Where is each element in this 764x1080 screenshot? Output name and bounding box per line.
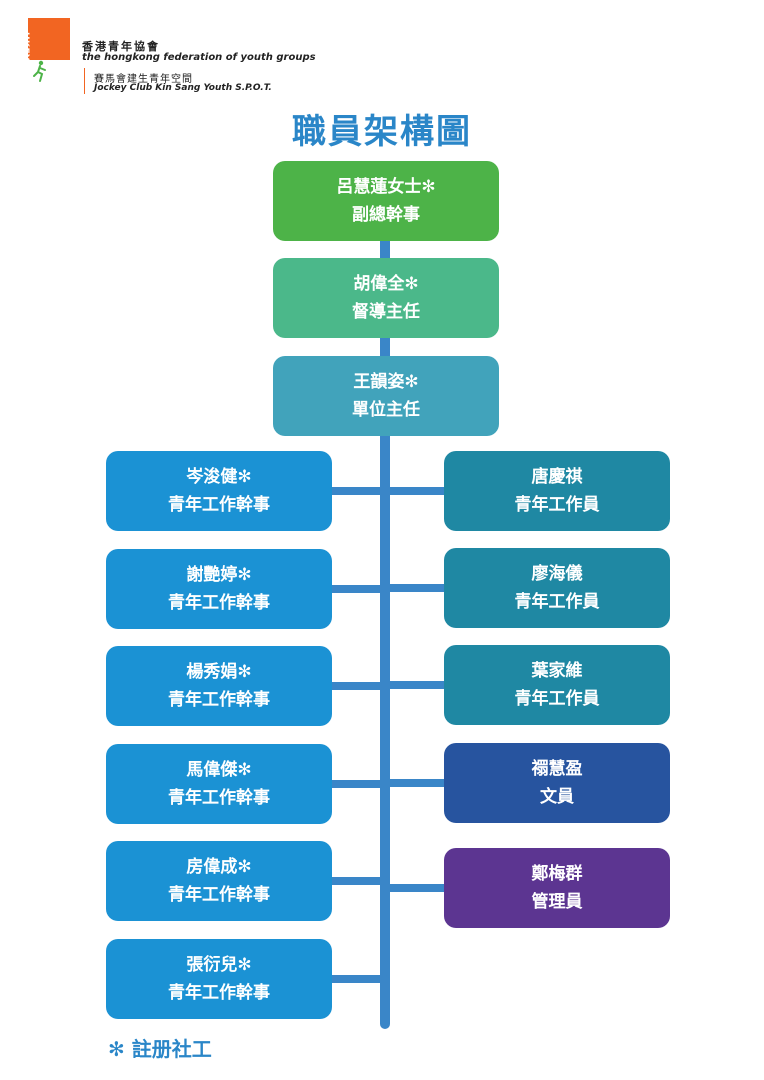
staff-role: 管理員 [531, 892, 583, 912]
chain-node-2: 王韻姿✻ 單位主任 [273, 356, 499, 436]
left-staff-node-0: 岑浚健✻ 青年工作幹事 [106, 451, 332, 531]
staff-role: 青年工作員 [514, 592, 600, 612]
staff-name: 楊秀娟✻ [186, 662, 252, 682]
staff-name: 岑浚健✻ [186, 467, 252, 487]
unit-name-zh: 賽馬會建生青年空間 [94, 74, 193, 85]
left-staff-node-1: 謝艷婷✻ 青年工作幹事 [106, 549, 332, 629]
staff-name: 呂慧蓮女士✻ [336, 177, 436, 197]
staff-role: 副總幹事 [352, 205, 420, 225]
page-title: 職員架構圖 [292, 112, 472, 152]
runner-figure-icon [33, 60, 46, 82]
hkfyg-logo: HKFYG [20, 18, 70, 69]
left-staff-node-2: 楊秀娟✻ 青年工作幹事 [106, 646, 332, 726]
staff-role: 青年工作幹事 [168, 885, 270, 905]
unit-name-en: Jockey Club Kin Sang Youth S.P.O.T. [94, 83, 272, 93]
staff-name: 王韻姿✻ [353, 372, 419, 392]
right-staff-node-4: 鄭梅群管理員 [444, 848, 670, 928]
right-staff-node-1: 廖海儀青年工作員 [444, 548, 670, 628]
staff-name: 張衍兒✻ [186, 955, 252, 975]
staff-role: 青年工作幹事 [168, 495, 270, 515]
staff-role: 青年工作幹事 [168, 788, 270, 808]
staff-name: 房偉成✻ [186, 857, 252, 877]
staff-name: 廖海儀 [531, 564, 583, 584]
right-staff-node-2: 葉家維青年工作員 [444, 645, 670, 725]
divider [84, 68, 85, 94]
staff-name: 馬偉傑✻ [186, 760, 252, 780]
staff-role: 青年工作幹事 [168, 690, 270, 710]
staff-role: 青年工作幹事 [168, 593, 270, 613]
org-name-zh: 香港青年協會 [82, 40, 160, 53]
staff-role: 文員 [540, 787, 574, 807]
header: HKFYG 香港青年協會 the hongkong federation of … [0, 0, 764, 100]
org-name-en: the hongkong federation of youth groups [82, 52, 316, 63]
chain-node-0: 呂慧蓮女士✻ 副總幹事 [273, 161, 499, 241]
right-staff-node-3: 禤慧盈文員 [444, 743, 670, 823]
staff-role: 青年工作員 [514, 689, 600, 709]
staff-role: 單位主任 [352, 400, 420, 420]
staff-name: 胡偉全✻ [353, 274, 419, 294]
staff-name: 謝艷婷✻ [186, 565, 252, 585]
staff-name: 葉家維 [531, 661, 583, 681]
right-staff-node-0: 唐慶祺青年工作員 [444, 451, 670, 531]
legend-registered-social-worker: ✻ 註册社工 [108, 1037, 212, 1061]
staff-role: 青年工作員 [514, 495, 600, 515]
staff-name: 禤慧盈 [531, 759, 583, 779]
staff-name: 唐慶祺 [531, 467, 583, 487]
left-staff-node-4: 房偉成✻ 青年工作幹事 [106, 841, 332, 921]
staff-role: 青年工作幹事 [168, 983, 270, 1003]
left-staff-node-5: 張衍兒✻ 青年工作幹事 [106, 939, 332, 1019]
staff-role: 督導主任 [352, 302, 420, 322]
chain-node-1: 胡偉全✻ 督導主任 [273, 258, 499, 338]
staff-name: 鄭梅群 [531, 864, 583, 884]
left-staff-node-3: 馬偉傑✻ 青年工作幹事 [106, 744, 332, 824]
